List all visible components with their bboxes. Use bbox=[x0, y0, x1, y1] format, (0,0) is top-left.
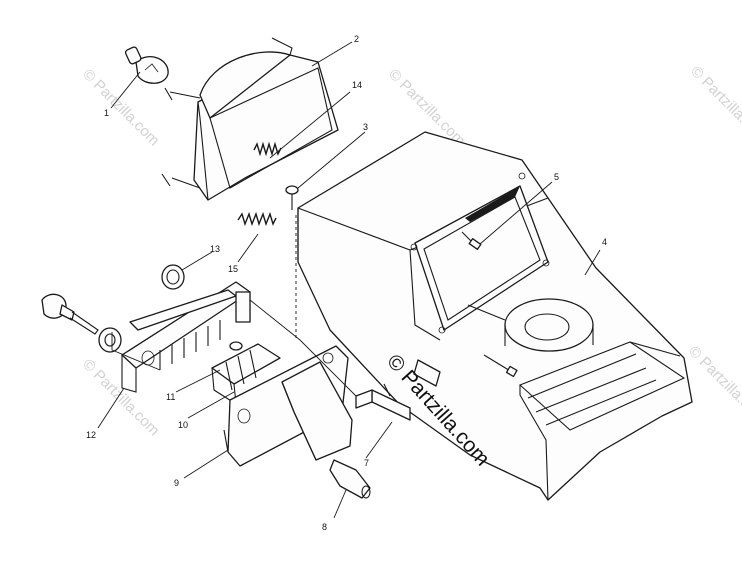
spring-14 bbox=[253, 141, 282, 157]
toggle-switch bbox=[355, 383, 411, 421]
callout-7: 7 bbox=[364, 458, 369, 468]
callout-12: 12 bbox=[86, 430, 96, 440]
switch-panel bbox=[223, 345, 353, 467]
callout-11: 11 bbox=[166, 392, 175, 402]
callout-9: 9 bbox=[174, 478, 179, 488]
callout-1: 1 bbox=[104, 108, 109, 118]
plug-connector bbox=[329, 459, 371, 499]
spring-15 bbox=[237, 211, 277, 227]
headlight-housing bbox=[161, 37, 339, 201]
callout-8: 8 bbox=[322, 522, 327, 532]
callout-14: 14 bbox=[352, 80, 362, 90]
callout-2: 2 bbox=[354, 34, 359, 44]
callout-15: 15 bbox=[228, 264, 238, 274]
callout-4: 4 bbox=[602, 237, 607, 247]
callout-numbers: 1 2 3 4 5 7 8 9 10 11 12 13 14 15 bbox=[86, 34, 607, 532]
watermark-3: © Partzilla.com bbox=[687, 63, 742, 146]
callout-3: 3 bbox=[363, 122, 368, 132]
callout-13: 13 bbox=[210, 244, 220, 254]
panel-decal bbox=[413, 359, 441, 387]
watermark-5: © Partzilla.com bbox=[685, 343, 742, 426]
watermark-4: © Partzilla.com bbox=[79, 356, 162, 439]
leader-lines bbox=[97, 41, 601, 519]
callout-10: 10 bbox=[178, 420, 188, 430]
callout-5: 5 bbox=[554, 172, 559, 182]
screw bbox=[285, 185, 299, 340]
switch-bezel-ring bbox=[161, 264, 185, 290]
hood-console bbox=[297, 131, 693, 501]
bolt-5 bbox=[461, 231, 482, 250]
ignition-key bbox=[41, 293, 122, 353]
mounting-bracket bbox=[121, 281, 251, 393]
bolt-long bbox=[483, 354, 518, 378]
headlight-bulb bbox=[124, 46, 169, 84]
